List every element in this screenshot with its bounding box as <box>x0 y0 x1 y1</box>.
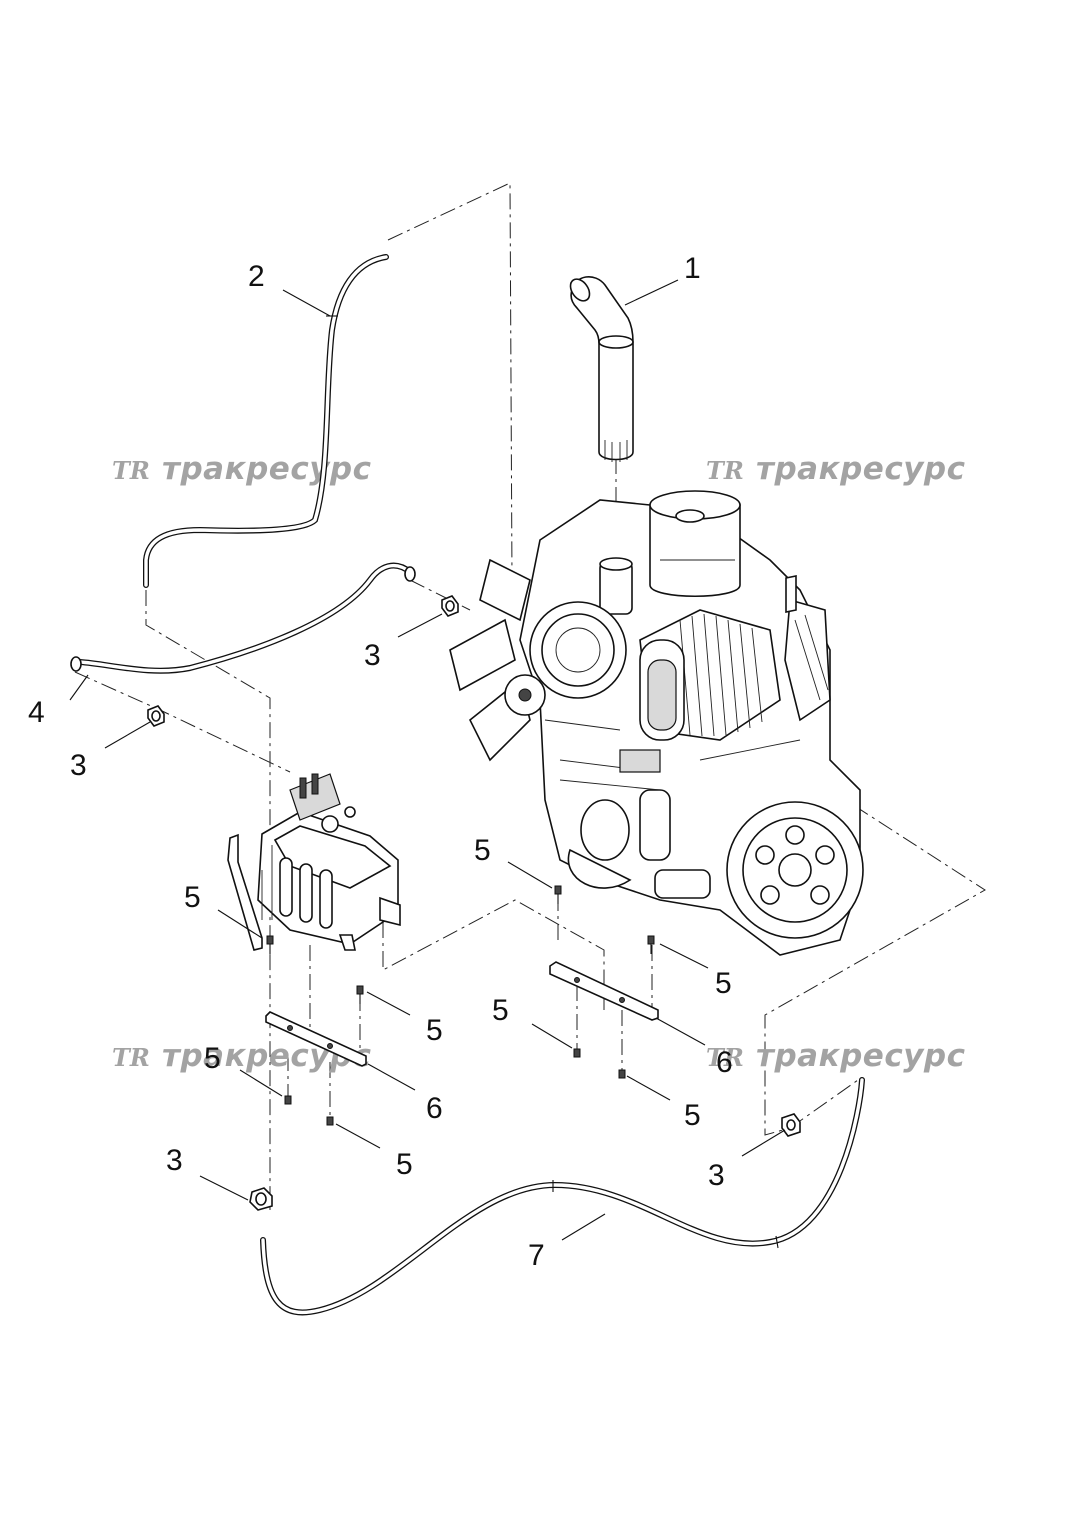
clamp-part-3-d <box>781 1113 801 1137</box>
bolts-part-5 <box>266 885 655 1126</box>
bolt <box>356 985 364 1004</box>
callout-5-d: 5 <box>426 1014 443 1047</box>
watermark-text: тракресурс <box>756 1038 966 1074</box>
bolt <box>554 885 562 904</box>
callout-6-b: 6 <box>716 1046 733 1079</box>
callout-4: 4 <box>28 696 45 729</box>
bracket-part-6-right <box>549 961 659 1021</box>
callout-3-d: 3 <box>708 1159 725 1192</box>
clamp-part-3-a <box>441 595 459 617</box>
exhaust-pipe-part-1 <box>569 276 634 462</box>
callout-5-e: 5 <box>492 994 509 1027</box>
callout-5-h: 5 <box>396 1148 413 1181</box>
callout-3-b: 3 <box>70 749 87 782</box>
watermark-top-left: TR тракресурс <box>112 451 372 487</box>
callout-5-a: 5 <box>184 881 201 914</box>
bracket-part-6-left <box>265 1011 367 1067</box>
callout-5-b: 5 <box>474 834 491 867</box>
watermark-text: тракресурс <box>756 451 966 487</box>
bolt <box>284 1095 292 1105</box>
watermark-logo: TR <box>706 456 744 485</box>
bolt <box>647 935 655 954</box>
callout-5-f: 5 <box>204 1042 221 1075</box>
callout-7: 7 <box>528 1239 545 1272</box>
bolt <box>266 935 274 954</box>
callout-1: 1 <box>684 252 701 285</box>
clamp-part-3-c <box>249 1187 273 1211</box>
callouts: 1 2 3 3 3 3 4 5 5 5 5 5 5 5 5 6 6 7 <box>28 252 733 1272</box>
watermark-logo: TR <box>112 456 150 485</box>
hose-part-7 <box>260 1077 865 1316</box>
watermark-logo: TR <box>112 1043 150 1072</box>
watermark-top-right: TR тракресурс <box>706 451 966 487</box>
bolt <box>326 1116 334 1126</box>
hose-part-4 <box>70 562 416 674</box>
callout-2: 2 <box>248 260 265 293</box>
leader-lines <box>69 279 786 1241</box>
rocker-fins <box>679 613 763 737</box>
callout-3-a: 3 <box>364 639 381 672</box>
hose-part-2 <box>143 254 389 588</box>
watermark-bottom-right: TR тракресурс <box>706 1038 966 1074</box>
bolt <box>618 1069 626 1079</box>
engine-assembly <box>449 490 864 956</box>
callout-5-c: 5 <box>715 967 732 1000</box>
callout-3-c: 3 <box>166 1144 183 1177</box>
fuel-tank <box>227 773 401 951</box>
bolt <box>573 1048 581 1058</box>
watermark-bottom-left: TR тракресурс <box>112 1038 371 1074</box>
callout-6-a: 6 <box>426 1092 443 1125</box>
watermark-text: тракресурс <box>162 451 372 487</box>
clamp-part-3-b <box>147 705 165 727</box>
callout-5-g: 5 <box>684 1099 701 1132</box>
watermark-logo: TR <box>706 1043 744 1072</box>
